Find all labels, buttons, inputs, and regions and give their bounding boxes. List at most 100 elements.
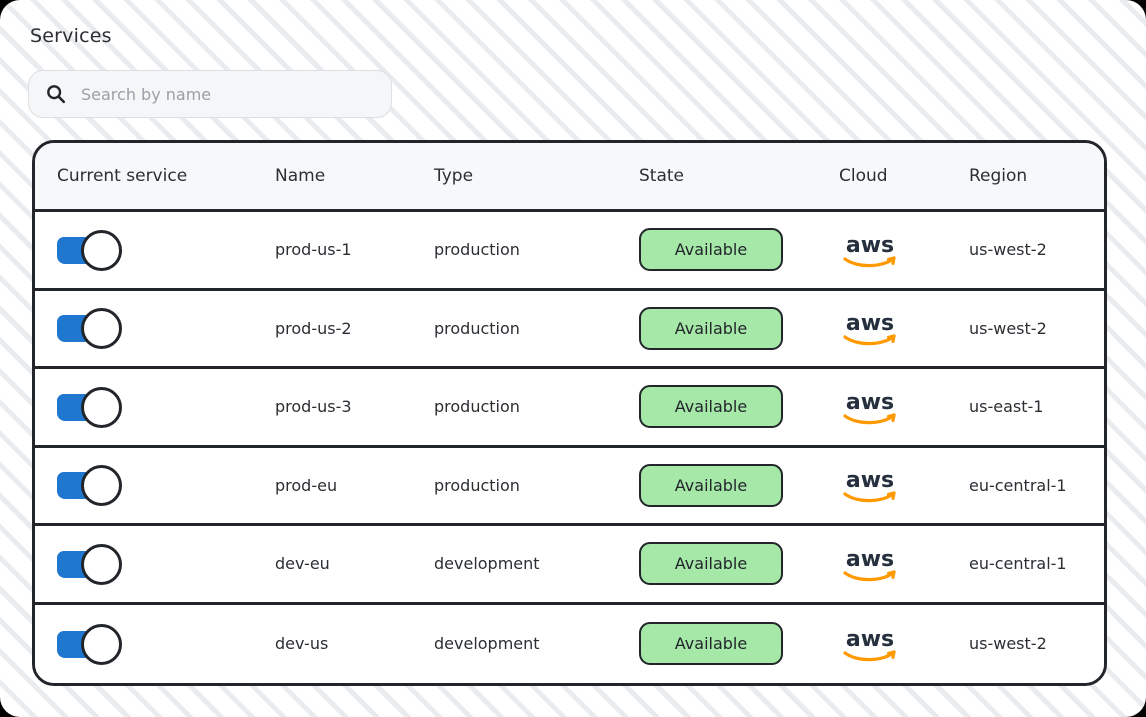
type-cell: production xyxy=(434,319,639,338)
search-field[interactable] xyxy=(28,70,392,118)
service-type: development xyxy=(434,554,540,573)
service-region: us-west-2 xyxy=(969,319,1047,338)
service-region: eu-central-1 xyxy=(969,476,1067,495)
service-region: us-east-1 xyxy=(969,397,1043,416)
service-region: eu-central-1 xyxy=(969,554,1067,573)
region-cell: us-east-1 xyxy=(969,397,1104,416)
cloud-cell: aws xyxy=(839,308,969,348)
status-badge: Available xyxy=(639,228,783,271)
current-service-toggle[interactable] xyxy=(57,624,125,664)
region-cell: eu-central-1 xyxy=(969,476,1104,495)
name-cell: prod-us-3 xyxy=(257,397,434,416)
current-service-toggle[interactable] xyxy=(57,465,125,505)
service-type: production xyxy=(434,397,520,416)
toggle-knob xyxy=(81,544,122,585)
toggle-knob xyxy=(81,387,122,428)
cloud-cell: aws xyxy=(839,544,969,584)
service-type: production xyxy=(434,476,520,495)
type-cell: production xyxy=(434,476,639,495)
name-cell: prod-us-1 xyxy=(257,240,434,259)
name-cell: dev-eu xyxy=(257,554,434,573)
table-row: prod-us-2 production Available aws us-west-2 xyxy=(35,291,1104,370)
status-badge: Available xyxy=(639,542,783,585)
region-cell: us-west-2 xyxy=(969,240,1104,259)
state-cell: Available xyxy=(639,542,839,585)
current-service-cell xyxy=(35,230,257,270)
table-row: prod-us-3 production Available aws us-east-1 xyxy=(35,369,1104,448)
type-cell: development xyxy=(434,554,639,573)
svg-text:aws: aws xyxy=(846,390,894,415)
cloud-cell: aws xyxy=(839,624,969,664)
service-type: production xyxy=(434,319,520,338)
service-region: us-west-2 xyxy=(969,634,1047,653)
table-row: prod-us-1 production Available aws us-west-2 xyxy=(35,212,1104,291)
service-name: prod-us-3 xyxy=(275,397,352,416)
table-row: prod-eu production Available aws eu-central-… xyxy=(35,448,1104,527)
state-cell: Available xyxy=(639,464,839,507)
page-title: Services xyxy=(30,25,112,47)
column-header-cloud: Cloud xyxy=(839,166,969,186)
status-badge: Available xyxy=(639,385,783,428)
svg-text:aws: aws xyxy=(846,233,894,258)
service-type: development xyxy=(434,634,540,653)
table-row: dev-eu development Available aws eu-central-… xyxy=(35,526,1104,605)
toggle-knob xyxy=(81,230,122,271)
status-badge: Available xyxy=(639,464,783,507)
region-cell: us-west-2 xyxy=(969,634,1104,653)
table-row: dev-us development Available aws us-west-2 xyxy=(35,605,1104,684)
aws-logo-icon: aws xyxy=(839,624,901,664)
current-service-cell xyxy=(35,544,257,584)
current-service-cell xyxy=(35,387,257,427)
search-input[interactable] xyxy=(81,85,361,104)
current-service-cell xyxy=(35,308,257,348)
services-table: Current service Name Type State Cloud Re… xyxy=(32,140,1107,686)
service-name: prod-us-1 xyxy=(275,240,352,259)
cloud-cell: aws xyxy=(839,230,969,270)
name-cell: prod-us-2 xyxy=(257,319,434,338)
type-cell: development xyxy=(434,634,639,653)
current-service-toggle[interactable] xyxy=(57,544,125,584)
status-badge: Available xyxy=(639,622,783,665)
column-header-name: Name xyxy=(257,166,434,186)
table-header-row: Current service Name Type State Cloud Re… xyxy=(35,143,1104,212)
toggle-knob xyxy=(81,465,122,506)
name-cell: dev-us xyxy=(257,634,434,653)
aws-logo-icon: aws xyxy=(839,308,901,348)
state-cell: Available xyxy=(639,307,839,350)
svg-text:aws: aws xyxy=(846,627,894,652)
state-cell: Available xyxy=(639,385,839,428)
cloud-cell: aws xyxy=(839,465,969,505)
svg-text:aws: aws xyxy=(846,547,894,572)
current-service-toggle[interactable] xyxy=(57,387,125,427)
region-cell: eu-central-1 xyxy=(969,554,1104,573)
aws-logo-icon: aws xyxy=(839,387,901,427)
state-cell: Available xyxy=(639,622,839,665)
svg-text:aws: aws xyxy=(846,311,894,336)
type-cell: production xyxy=(434,240,639,259)
current-service-cell xyxy=(35,465,257,505)
toggle-knob xyxy=(81,308,122,349)
cloud-cell: aws xyxy=(839,387,969,427)
service-name: dev-eu xyxy=(275,554,330,573)
service-region: us-west-2 xyxy=(969,240,1047,259)
name-cell: prod-eu xyxy=(257,476,434,495)
aws-logo-icon: aws xyxy=(839,465,901,505)
current-service-toggle[interactable] xyxy=(57,230,125,270)
svg-text:aws: aws xyxy=(846,468,894,493)
region-cell: us-west-2 xyxy=(969,319,1104,338)
column-header-state: State xyxy=(639,166,839,186)
column-header-region: Region xyxy=(969,166,1104,186)
service-name: prod-us-2 xyxy=(275,319,352,338)
aws-logo-icon: aws xyxy=(839,544,901,584)
service-name: dev-us xyxy=(275,634,328,653)
current-service-cell xyxy=(35,624,257,664)
service-type: production xyxy=(434,240,520,259)
type-cell: production xyxy=(434,397,639,416)
status-badge: Available xyxy=(639,307,783,350)
current-service-toggle[interactable] xyxy=(57,308,125,348)
table-body: prod-us-1productionAvailableawsus-west-2… xyxy=(35,212,1104,683)
service-name: prod-eu xyxy=(275,476,337,495)
toggle-knob xyxy=(81,624,122,665)
state-cell: Available xyxy=(639,228,839,271)
